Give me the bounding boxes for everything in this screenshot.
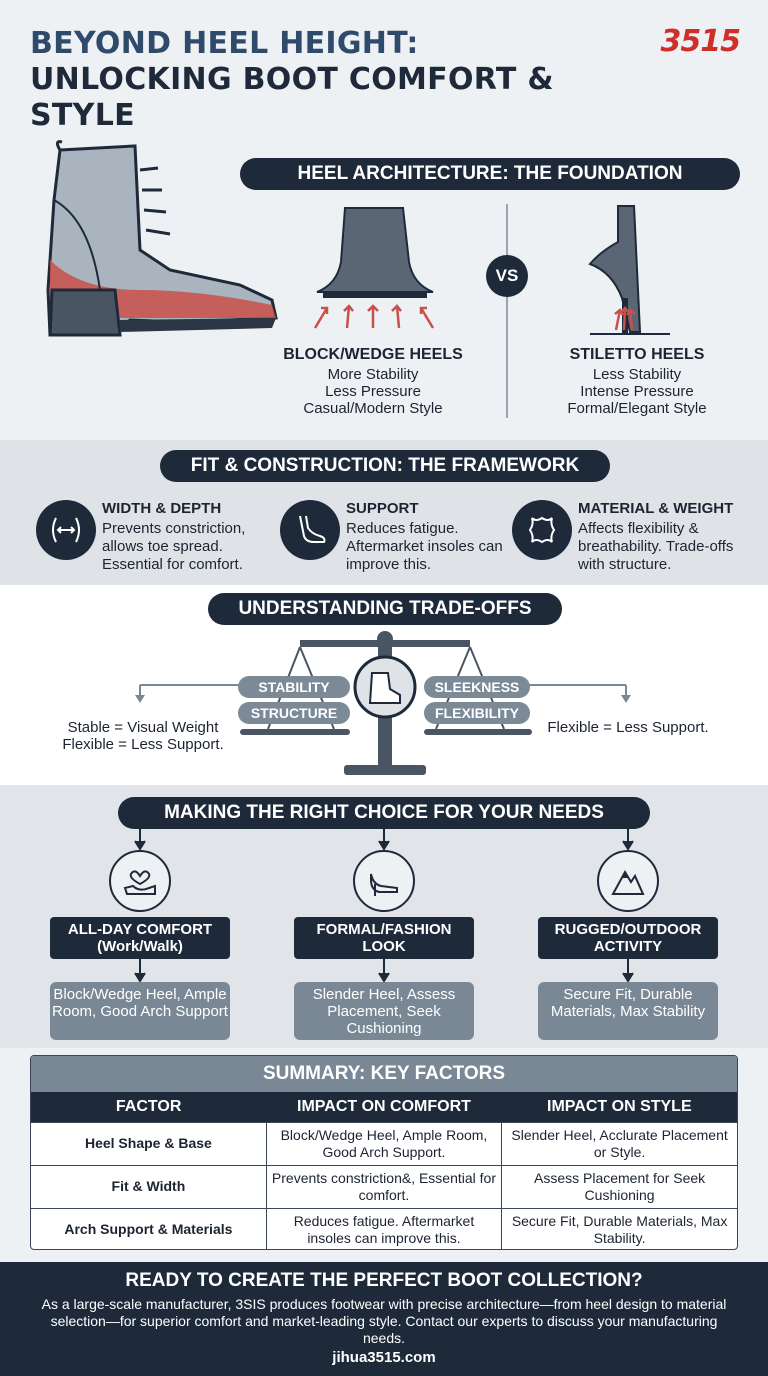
table-header-row: FACTOR IMPACT ON COMFORT IMPACT ON STYLE <box>31 1092 737 1122</box>
table-cell: Heel Shape & Base <box>31 1121 267 1165</box>
table-cell: Assess Placement for Seek Cushioning <box>501 1164 737 1208</box>
width-arrows-icon <box>36 500 96 560</box>
block-heel-line: Less Pressure <box>325 383 421 400</box>
table-header: IMPACT ON COMFORT <box>266 1092 502 1122</box>
fit-item-title: MATERIAL & WEIGHT <box>578 500 734 517</box>
fit-item-material-weight: MATERIAL & WEIGHT Affects flexibility & … <box>512 500 752 580</box>
block-heel-line: More Stability <box>327 366 419 383</box>
table-cell: Arch Support & Materials <box>31 1207 267 1249</box>
table-cell: Secure Fit, Durable Materials, Max Stabi… <box>501 1207 737 1249</box>
block-heel-title: BLOCK/WEDGE HEELS <box>283 346 463 363</box>
tag-sleekness: SLEEKNESS <box>424 676 530 698</box>
footer-title: READY TO CREATE THE PERFECT BOOT COLLECT… <box>125 1270 643 1291</box>
high-heel-icon <box>353 850 415 912</box>
vs-badge: VS <box>486 255 528 297</box>
summary-table-card: SUMMARY: KEY FACTORS FACTOR IMPACT ON CO… <box>30 1055 738 1250</box>
table-row: Arch Support & Materials Reduces fatigue… <box>31 1207 737 1249</box>
trade-note-left: Stable = Visual Weight Flexible = Less S… <box>62 719 224 753</box>
table-row: Fit & Width Prevents constriction&, Esse… <box>31 1164 737 1208</box>
choice-heading-comfort: ALL-DAY COMFORT (Work/Walk) <box>50 917 230 959</box>
fit-item-title: WIDTH & DEPTH <box>102 500 222 517</box>
table-cell: Prevents constriction&, Essential for co… <box>265 1164 502 1208</box>
brand-logo: 3515 <box>660 24 741 59</box>
mountain-icon <box>597 850 659 912</box>
fit-item-text: Prevents constriction, allows toe spread… <box>102 520 246 573</box>
title-line-2: UNLOCKING BOOT COMFORT & <box>30 62 554 97</box>
choice-heading-fashion: FORMAL/FASHION LOOK <box>294 917 474 959</box>
fit-item-text: Reduces fatigue. Aftermarket insoles can… <box>346 520 503 573</box>
table-cell: Slender Heel, Acclurate Placement or Sty… <box>501 1121 737 1165</box>
foot-arch-icon <box>280 500 340 560</box>
fit-item-title: SUPPORT <box>346 500 419 517</box>
vs-divider <box>506 204 508 418</box>
table-cell: Block/Wedge Heel, Ample Room, Good Arch … <box>265 1121 502 1165</box>
tag-structure: STRUCTURE <box>238 702 350 724</box>
fit-item-width-depth: WIDTH & DEPTH Prevents constriction, all… <box>36 500 276 580</box>
table-cell: Fit & Width <box>31 1164 267 1208</box>
boot-illustration-icon <box>46 140 278 337</box>
fit-item-text: Affects flexibility & breathability. Tra… <box>578 520 734 573</box>
tag-stability: STABILITY <box>238 676 350 698</box>
trade-offs-section: UNDERSTANDING TRADE-OFFS STABILITY STRUC… <box>0 585 768 785</box>
heel-architecture-section: HEEL ARCHITECTURE: THE FOUNDATION VS BLO… <box>0 140 768 440</box>
heart-hand-icon <box>109 850 171 912</box>
title-line-1: BEYOND HEEL HEIGHT: <box>30 26 419 61</box>
choice-section: MAKING THE RIGHT CHOICE FOR YOUR NEEDS A… <box>0 785 768 1048</box>
fit-construction-banner: FIT & CONSTRUCTION: THE FRAMEWORK <box>160 450 610 482</box>
footer-cta: READY TO CREATE THE PERFECT BOOT COLLECT… <box>0 1262 768 1376</box>
stiletto-heel-line: Formal/Elegant Style <box>567 400 707 417</box>
choice-body-outdoor: Secure Fit, Durable Materials, Max Stabi… <box>538 982 718 1040</box>
title-line-3: STYLE <box>30 98 135 133</box>
stiletto-heel-line: Less Stability <box>592 366 682 383</box>
summary-table: FACTOR IMPACT ON COMFORT IMPACT ON STYLE… <box>31 1092 737 1249</box>
stiletto-heel-title: STILETTO HEELS <box>569 346 705 363</box>
page-title: BEYOND HEEL HEIGHT: UNLOCKING BOOT COMFO… <box>30 26 630 134</box>
stiletto-heel-icon <box>588 205 670 335</box>
website-link[interactable]: jihua3515.com <box>332 1349 436 1366</box>
header: BEYOND HEEL HEIGHT: UNLOCKING BOOT COMFO… <box>0 0 768 140</box>
block-heel-line: Casual/Modern Style <box>303 400 443 417</box>
table-cell: Reduces fatigue. Aftermarket insoles can… <box>265 1207 502 1249</box>
choice-banner: MAKING THE RIGHT CHOICE FOR YOUR NEEDS <box>118 797 650 829</box>
stiletto-heel-column: STILETTO HEELS Less Stability Intense Pr… <box>537 346 737 417</box>
table-row: Heel Shape & Base Block/Wedge Heel, Ampl… <box>31 1121 737 1165</box>
block-heel-column: BLOCK/WEDGE HEELS More Stability Less Pr… <box>273 346 473 417</box>
block-heel-icon <box>313 207 435 329</box>
fit-construction-section: FIT & CONSTRUCTION: THE FRAMEWORK WIDTH … <box>0 440 768 585</box>
choice-connector-lines <box>118 812 650 983</box>
trade-note-right: Flexible = Less Support. <box>547 719 709 736</box>
trade-offs-banner: UNDERSTANDING TRADE-OFFS <box>208 593 562 625</box>
tag-flexibility: FLEXIBILITY <box>424 702 530 724</box>
footer-body: As a large-scale manufacturer, 3SIS prod… <box>41 1296 727 1346</box>
table-header: FACTOR <box>31 1092 267 1122</box>
balance-scale-icon <box>135 631 631 775</box>
leather-hide-icon <box>512 500 572 560</box>
choice-heading-outdoor: RUGGED/OUTDOOR ACTIVITY <box>538 917 718 959</box>
choice-body-fashion: Slender Heel, Assess Placement, Seek Cus… <box>294 982 474 1040</box>
heel-architecture-banner: HEEL ARCHITECTURE: THE FOUNDATION <box>240 158 740 190</box>
stiletto-heel-line: Intense Pressure <box>580 383 694 400</box>
fit-item-support: SUPPORT Reduces fatigue. Aftermarket ins… <box>280 500 520 580</box>
summary-title: SUMMARY: KEY FACTORS <box>31 1056 737 1092</box>
table-header: IMPACT ON STYLE <box>501 1092 737 1122</box>
choice-body-comfort: Block/Wedge Heel, Ample Room, Good Arch … <box>50 982 230 1040</box>
